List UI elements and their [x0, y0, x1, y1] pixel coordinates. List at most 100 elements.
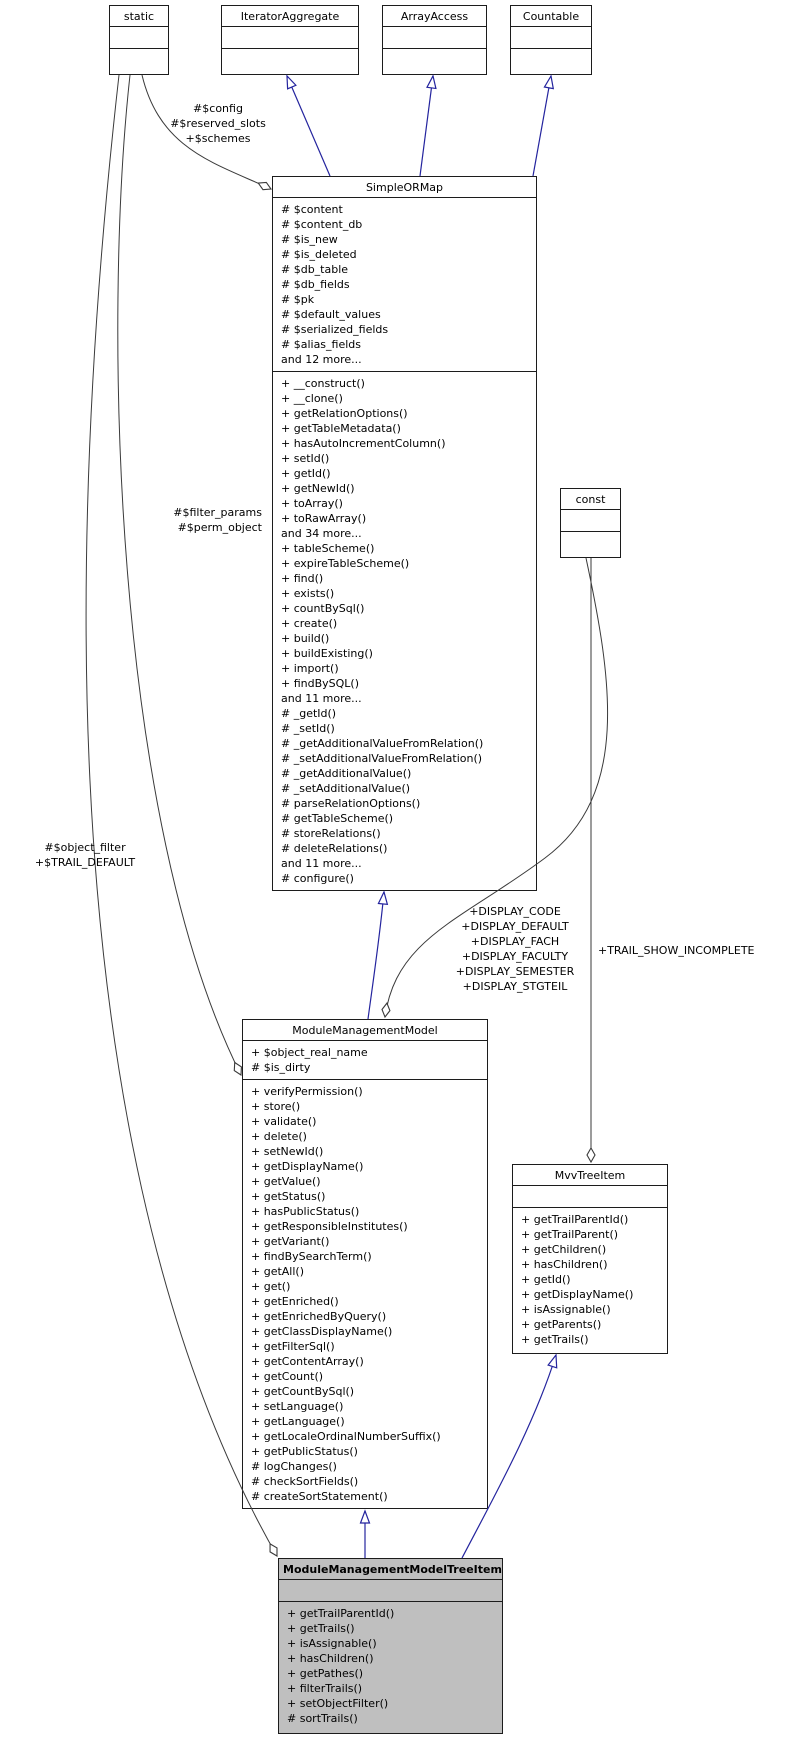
attribute-row: # $alias_fields: [281, 338, 362, 351]
edge-label-line: +$TRAIL_DEFAULT: [34, 856, 136, 869]
attribute-row: # $db_fields: [281, 278, 350, 291]
method-row: + build(): [281, 632, 330, 645]
edge-label-const-to-mvvtreeitem: +TRAIL_SHOW_INCOMPLETE: [598, 943, 755, 958]
class-modulemanagementmodel-title[interactable]: ModuleManagementModel: [292, 1024, 438, 1037]
class-mvvtreeitem-methods: + getTrailParentId() + getTrailParent() + …: [513, 1207, 667, 1353]
class-static-methods-empty: [110, 48, 168, 74]
edge-label-line: +DISPLAY_FACULTY: [461, 950, 569, 963]
method-row: # logChanges(): [251, 1460, 337, 1473]
class-modulemanagementmodel-methods: + verifyPermission()+ store()+ validate(…: [243, 1079, 487, 1508]
attribute-row: # $serialized_fields: [281, 323, 389, 336]
method-row: + tableScheme(): [281, 542, 375, 555]
method-row: + setLanguage(): [251, 1400, 344, 1413]
method-row: # _getId(): [281, 707, 337, 720]
method-row: + get(): [251, 1280, 291, 1293]
method-row: + getRelationOptions(): [281, 407, 408, 420]
method-row: + getTrailParentId(): [287, 1607, 395, 1620]
class-countable-title[interactable]: Countable: [522, 10, 580, 23]
method-row: + findBySearchTerm(): [251, 1250, 372, 1263]
class-mvvtreeitem-title[interactable]: MvvTreeItem: [554, 1169, 626, 1182]
class-iteratoraggregate-title[interactable]: IteratorAggregate: [240, 10, 340, 23]
method-row: + isAssignable(): [521, 1303, 611, 1316]
method-row: + getNewId(): [281, 482, 355, 495]
method-row: + __clone(): [281, 392, 343, 405]
class-countable-attributes-empty: [511, 26, 591, 48]
method-row: # _setAdditionalValue(): [281, 782, 411, 795]
attribute-row: and 12 more...: [281, 353, 362, 366]
method-row: + getEnriched(): [251, 1295, 339, 1308]
method-row: + getTableMetadata(): [281, 422, 401, 435]
method-row: + getTrailParent(): [521, 1228, 619, 1241]
method-row: + getId(): [521, 1273, 571, 1286]
class-const-methods-empty: [561, 531, 620, 557]
method-row: + getEnrichedByQuery(): [251, 1310, 387, 1323]
class-mvvtreeitem-attributes-empty: [513, 1185, 667, 1207]
method-row: + verifyPermission(): [251, 1085, 363, 1098]
class-arrayaccess-attributes-empty: [383, 26, 486, 48]
class-static-title[interactable]: static: [123, 10, 155, 23]
method-row: + expireTableScheme(): [281, 557, 410, 570]
class-arrayaccess-title[interactable]: ArrayAccess: [400, 10, 469, 23]
class-modulemanagementmodeltreeitem: ModuleManagementModelTreeItem + getTrail…: [278, 1558, 503, 1734]
method-row: # _setId(): [281, 722, 335, 735]
class-const-title[interactable]: const: [575, 493, 606, 506]
method-row: + getClassDisplayName(): [251, 1325, 393, 1338]
method-row: + buildExisting(): [281, 647, 373, 660]
method-row: + __construct(): [281, 377, 365, 390]
method-row: + getCountBySql(): [251, 1385, 355, 1398]
class-static: static: [109, 5, 169, 75]
edge-label-line: #$config: [193, 102, 243, 115]
method-row: + getPathes(): [287, 1667, 364, 1680]
attribute-row: # $default_values: [281, 308, 381, 321]
method-row: + getLocaleOrdinalNumberSuffix(): [251, 1430, 441, 1443]
method-row: + getResponsibleInstitutes(): [251, 1220, 408, 1233]
class-iteratoraggregate-attributes-empty: [222, 26, 358, 48]
method-row: + import(): [281, 662, 339, 675]
method-row: + exists(): [281, 587, 335, 600]
method-row: # _getAdditionalValueFromRelation(): [281, 737, 484, 750]
attribute-row: # $is_deleted: [281, 248, 357, 261]
edge-label-line: +DISPLAY_FACH: [470, 935, 560, 948]
method-row: + toRawArray(): [281, 512, 367, 525]
method-row: + getDisplayName(): [521, 1288, 634, 1301]
method-row: # parseRelationOptions(): [281, 797, 421, 810]
class-const: const: [560, 488, 621, 558]
attribute-row: + $object_real_name: [251, 1046, 368, 1059]
method-row: + getParents(): [521, 1318, 602, 1331]
method-row: + getPublicStatus(): [251, 1445, 358, 1458]
method-row: # getTableScheme(): [281, 812, 394, 825]
class-modulemanagementmodel-attributes: + $object_real_name # $is_dirty: [243, 1040, 487, 1079]
method-row: + hasPublicStatus(): [251, 1205, 360, 1218]
class-modulemanagementmodeltreeitem-title[interactable]: ModuleManagementModelTreeItem: [283, 1563, 502, 1576]
method-row: # checkSortFields(): [251, 1475, 359, 1488]
method-row: + setId(): [281, 452, 330, 465]
edge-label-line: +TRAIL_SHOW_INCOMPLETE: [598, 944, 755, 957]
method-row: + getTrailParentId(): [521, 1213, 629, 1226]
method-row: + getId(): [281, 467, 331, 480]
class-simpleormap-methods: + __construct() + __clone() + getRelationO…: [273, 371, 536, 890]
class-static-attributes-empty: [110, 26, 168, 48]
class-simpleormap: SimpleORMap # $content # $content_db # $is…: [272, 176, 537, 891]
edge-label-line: #$filter_params: [173, 506, 262, 519]
class-simpleormap-title[interactable]: SimpleORMap: [365, 181, 444, 194]
method-row: # _setAdditionalValueFromRelation(): [281, 752, 483, 765]
class-arrayaccess-methods-empty: [383, 48, 486, 74]
class-modulemanagementmodeltreeitem-attributes-empty: [279, 1579, 502, 1601]
attribute-row: # $content_db: [281, 218, 363, 231]
attribute-row: # $content: [281, 203, 343, 216]
edge-label-line: +DISPLAY_SEMESTER: [455, 965, 575, 978]
method-row: + getContentArray(): [251, 1355, 364, 1368]
method-row: + getTrails(): [287, 1622, 355, 1635]
attribute-row: # $is_dirty: [251, 1061, 311, 1074]
method-row: # sortTrails(): [287, 1712, 358, 1725]
method-row: and 11 more...: [281, 857, 362, 870]
method-row: + hasAutoIncrementColumn(): [281, 437, 446, 450]
edge-label-line: +DISPLAY_STGTEIL: [462, 980, 568, 993]
method-row: # _getAdditionalValue(): [281, 767, 412, 780]
class-mvvtreeitem: MvvTreeItem + getTrailParentId()+ getTra…: [512, 1164, 668, 1354]
method-row: + getStatus(): [251, 1190, 326, 1203]
method-row: + store(): [251, 1100, 301, 1113]
edge-label-line: +$schemes: [185, 132, 251, 145]
class-arrayaccess: ArrayAccess: [382, 5, 487, 75]
